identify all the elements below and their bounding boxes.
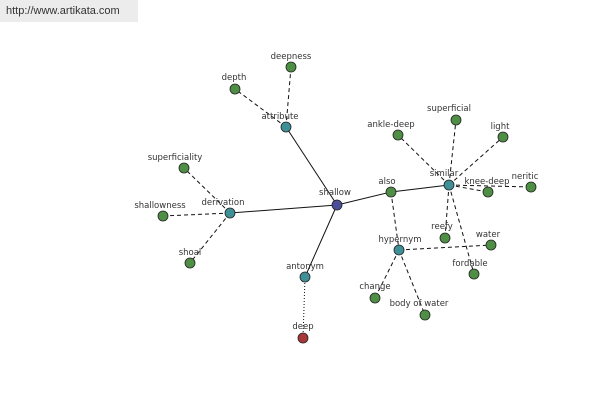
node-derivation[interactable]: [224, 207, 236, 219]
edge-shallow-attribute: [285, 126, 338, 206]
node-superficial[interactable]: [450, 114, 462, 126]
node-light[interactable]: [497, 131, 509, 143]
edge-also-hypernym: [390, 191, 400, 251]
label-deep: deep: [292, 322, 313, 332]
edge-similar-light: [448, 136, 504, 186]
edge-derivation-shallowness: [162, 212, 231, 217]
label-depth: depth: [222, 73, 247, 83]
edge-antonym-deep: [302, 276, 306, 339]
edge-shallow-antonym: [304, 204, 338, 278]
node-attribute[interactable]: [280, 121, 292, 133]
edge-derivation-superficiality: [183, 167, 231, 214]
label-shoal: shoal: [179, 248, 202, 258]
node-change[interactable]: [369, 292, 381, 304]
label-change: change: [359, 282, 390, 292]
edge-shallow-also: [336, 191, 392, 206]
node-similar[interactable]: [443, 179, 455, 191]
edges: [162, 66, 532, 339]
node-ankle-deep[interactable]: [392, 129, 404, 141]
labels: shallow attribute depth deepness derivat…: [134, 52, 538, 332]
label-reefy: reefy: [431, 222, 453, 232]
label-knee-deep: knee-deep: [464, 177, 509, 187]
label-similar: similar: [430, 169, 459, 179]
edge-attribute-depth: [234, 88, 287, 128]
label-hypernym: hypernym: [378, 235, 421, 245]
label-deepness: deepness: [271, 52, 312, 62]
node-superficiality[interactable]: [178, 162, 190, 174]
node-shoal[interactable]: [184, 257, 196, 269]
edge-shallow-derivation: [229, 204, 338, 214]
label-ankle-deep: ankle-deep: [367, 120, 414, 130]
edge-similar-ankle-deep: [397, 134, 450, 186]
label-superficial: superficial: [427, 104, 471, 114]
edge-also-similar: [390, 184, 450, 193]
node-deep[interactable]: [297, 332, 309, 344]
source-url[interactable]: http://www.artikata.com: [0, 0, 138, 22]
edge-similar-superficial: [448, 119, 457, 186]
node-reefy[interactable]: [439, 232, 451, 244]
node-fordable[interactable]: [468, 268, 480, 280]
label-light: light: [491, 122, 511, 132]
label-body-of-water: body of water: [390, 299, 449, 309]
label-water: water: [476, 230, 501, 240]
edge-attribute-deepness: [285, 66, 292, 128]
node-shallowness[interactable]: [157, 210, 169, 222]
label-superficiality: superficiality: [148, 153, 203, 163]
node-hypernym[interactable]: [393, 244, 405, 256]
node-antonym[interactable]: [299, 271, 311, 283]
label-also: also: [378, 177, 395, 187]
edge-hypernym-body-of-water: [398, 249, 426, 316]
label-derivation: derivation: [201, 198, 244, 208]
node-body-of-water[interactable]: [419, 309, 431, 321]
edge-similar-reefy: [444, 184, 450, 239]
edge-hypernym-change: [374, 249, 400, 299]
edge-hypernym-water: [398, 244, 492, 251]
edge-derivation-shoal: [189, 212, 231, 264]
node-neritic[interactable]: [525, 181, 537, 193]
label-attribute: attribute: [261, 112, 298, 122]
label-neritic: neritic: [512, 172, 539, 182]
edge-similar-fordable: [448, 184, 475, 275]
node-water[interactable]: [485, 239, 497, 251]
node-shallow[interactable]: [331, 199, 343, 211]
node-depth[interactable]: [229, 83, 241, 95]
label-fordable: fordable: [452, 259, 487, 269]
label-antonym: antonym: [286, 262, 324, 272]
node-deepness[interactable]: [285, 61, 297, 73]
nodes: [157, 61, 537, 344]
label-shallowness: shallowness: [134, 201, 186, 211]
label-shallow: shallow: [319, 188, 351, 198]
node-knee-deep[interactable]: [482, 186, 494, 198]
node-also[interactable]: [385, 186, 397, 198]
